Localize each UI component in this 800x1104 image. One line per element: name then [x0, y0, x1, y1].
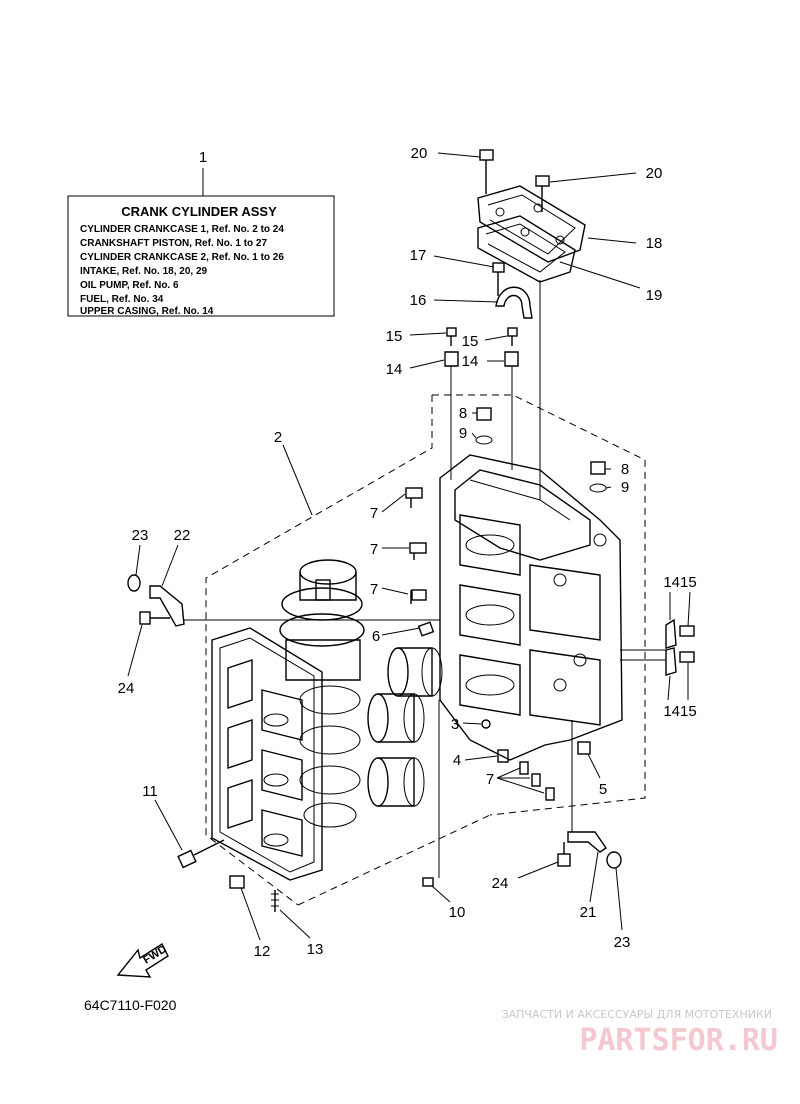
bolt-20-right: [535, 175, 550, 212]
callout-23: 23: [614, 934, 631, 951]
bolt-11: [177, 839, 225, 869]
intake-cover: [477, 185, 586, 283]
diagram-code: 64C7110-F020: [84, 997, 177, 1013]
legend-line: CRANKSHAFT PISTON, Ref. No. 1 to 27: [80, 238, 267, 249]
callout-22: 22: [174, 527, 191, 544]
callout-1415: 1415: [663, 703, 696, 720]
bracket-14-left: [444, 351, 459, 480]
fitting-7-lower: [410, 589, 427, 604]
callout-9: 9: [459, 425, 467, 442]
legend-box: CRANK CYLINDER ASSY CYLINDER CRANKCASE 1…: [67, 168, 335, 317]
watermark-tagline: ЗАПЧАСТИ И АКСЕССУАРЫ ДЛЯ МОТОТЕХНИКИ: [502, 1008, 772, 1021]
legend-line: UPPER CASING, Ref. No. 14: [80, 306, 214, 317]
callout-15: 15: [462, 333, 479, 350]
bolt-20-left: [479, 149, 494, 194]
callout-14: 14: [462, 353, 479, 370]
legend-line: CYLINDER CRANKCASE 2, Ref. No. 1 to 26: [80, 252, 284, 263]
callout-7: 7: [370, 505, 378, 522]
bracket-14-right: [504, 351, 519, 470]
leader-lines: [127, 152, 691, 941]
fitting-7-middle: [409, 542, 427, 560]
callout-1415: 1415: [663, 574, 696, 591]
piston: [367, 757, 425, 807]
callout-7: 7: [486, 771, 494, 788]
cylinder-block: [439, 454, 623, 761]
callout-1: 1: [199, 149, 207, 166]
callout-2: 2: [274, 429, 282, 446]
crankshaft: [279, 559, 365, 828]
callout-17: 17: [410, 247, 427, 264]
watermark-brand: PARTSFOR.RU: [579, 1023, 778, 1058]
bracket-1415-lower: [665, 647, 695, 676]
callout-9: 9: [621, 479, 629, 496]
legend-title: CRANK CYLINDER ASSY: [121, 204, 277, 219]
callout-20: 20: [646, 165, 663, 182]
legend-line: CYLINDER CRANKCASE 1, Ref. No. 2 to 24: [80, 224, 284, 235]
callout-10: 10: [449, 904, 466, 921]
callout-6: 6: [372, 628, 380, 645]
callout-16: 16: [410, 292, 427, 309]
callout-12: 12: [254, 943, 271, 960]
callout-24: 24: [118, 680, 135, 697]
bolt-24-right: [557, 842, 571, 867]
bolt-15-right: [507, 327, 518, 346]
bolt-24-left: [139, 611, 170, 625]
cap-23-right: [606, 851, 622, 869]
callout-19: 19: [646, 287, 663, 304]
piston: [367, 693, 425, 743]
legend-line: OIL PUMP, Ref. No. 6: [80, 280, 179, 291]
pin-3: [481, 719, 491, 729]
cap-23-left: [127, 574, 141, 592]
legend-line: INTAKE, Ref. No. 18, 20, 29: [80, 266, 208, 277]
fwd-label: FWD: [141, 943, 169, 966]
plug-4: [497, 749, 509, 763]
fwd-arrow-icon: FWD: [116, 942, 169, 978]
fittings-7-bottom: [519, 761, 555, 801]
callout-21: 21: [580, 904, 597, 921]
plug-8-upper: [475, 407, 493, 445]
callout-20: 20: [411, 145, 428, 162]
callout-7: 7: [370, 581, 378, 598]
callout-24: 24: [492, 875, 509, 892]
callout-14: 14: [386, 361, 403, 378]
callout-4: 4: [453, 752, 461, 769]
callout-8: 8: [459, 405, 467, 422]
callout-23: 23: [132, 527, 149, 544]
bracket-21: [567, 831, 607, 853]
bolt-17: [492, 262, 505, 296]
callout-7: 7: [370, 541, 378, 558]
callout-3: 3: [451, 716, 459, 733]
plug-12: [229, 875, 245, 889]
callout-8: 8: [621, 461, 629, 478]
crankcase: [211, 627, 323, 881]
piston: [387, 647, 443, 697]
callout-13: 13: [307, 941, 324, 958]
plug-8-right: [589, 461, 607, 493]
callout-11: 11: [142, 783, 158, 800]
legend-line: FUEL, Ref. No. 34: [80, 294, 164, 305]
pin-6: [417, 621, 435, 637]
stud-13: [271, 890, 279, 912]
callout-5: 5: [599, 781, 607, 798]
bolt-15-left: [446, 327, 457, 346]
bracket-22: [149, 585, 185, 627]
callout-18: 18: [646, 235, 663, 252]
clamp-16: [495, 286, 533, 319]
pin-10: [422, 700, 440, 887]
plug-5: [577, 741, 591, 755]
bracket-1415-upper: [665, 618, 695, 649]
dashed-assembly-outline: [205, 394, 646, 906]
fitting-7-upper: [405, 487, 423, 508]
callout-15: 15: [386, 328, 403, 345]
